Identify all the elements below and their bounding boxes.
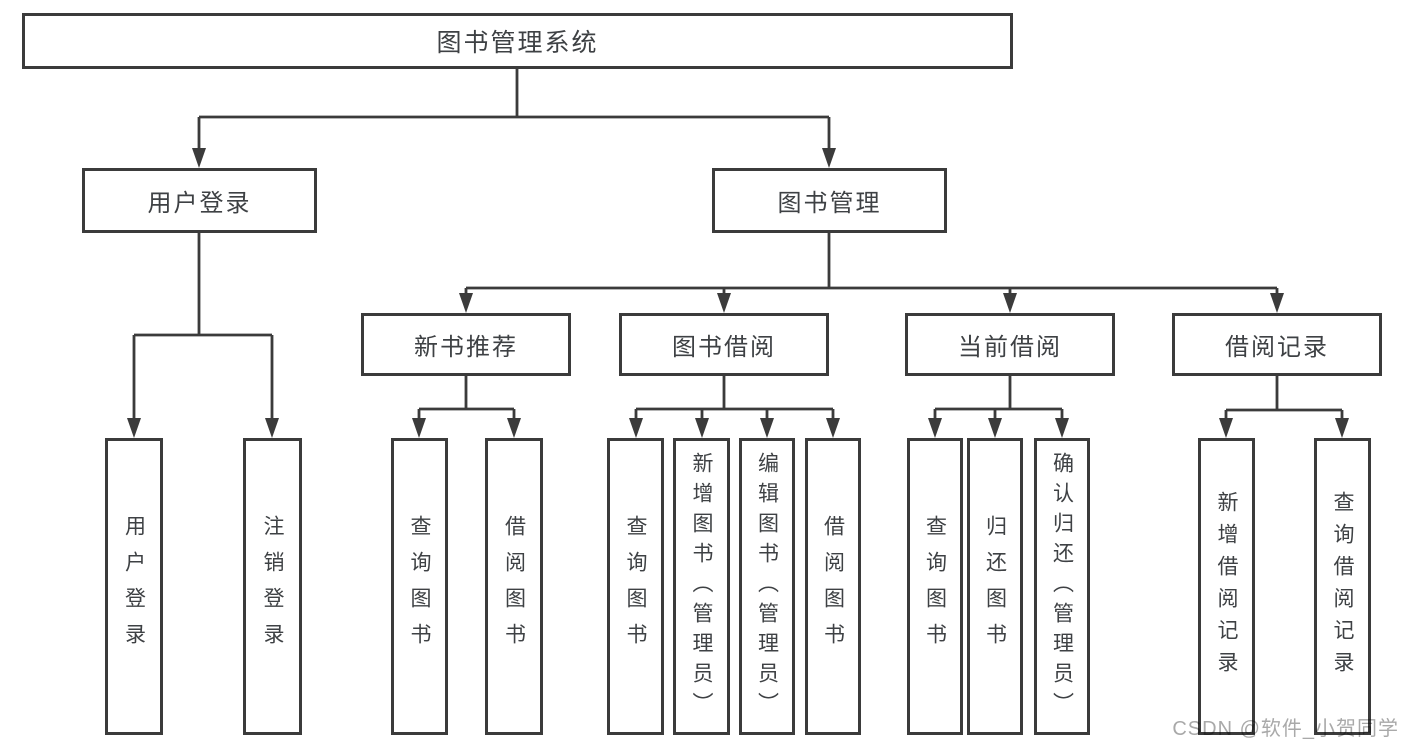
leaf-edit-book-admin: 编辑图书（管理员） xyxy=(739,438,795,735)
node-label: 归还图书 xyxy=(983,514,1007,659)
node-current-borrow: 当前借阅 xyxy=(905,313,1115,376)
arrowhead xyxy=(695,418,709,438)
arrowhead xyxy=(192,148,206,168)
arrowhead xyxy=(507,418,521,438)
node-label: 查询借阅记录 xyxy=(1331,490,1354,683)
leaf-add-borrow-record: 新增借阅记录 xyxy=(1198,438,1255,735)
edges-book-management-children xyxy=(459,233,1284,313)
node-label: 用户登录 xyxy=(122,514,146,659)
arrowhead xyxy=(988,418,1002,438)
leaf-query-books-current: 查询图书 xyxy=(907,438,963,735)
node-label: 注销登录 xyxy=(261,514,284,659)
node-label: 图书借阅 xyxy=(672,334,776,361)
node-label: 借阅记录 xyxy=(1225,334,1329,361)
node-book-management: 图书管理 xyxy=(712,168,947,233)
arrowhead xyxy=(1055,418,1069,438)
leaf-logout: 注销登录 xyxy=(243,438,302,735)
arrowhead xyxy=(760,418,774,438)
arrowhead xyxy=(717,293,731,313)
arrowhead xyxy=(928,418,942,438)
arrowhead xyxy=(265,418,279,438)
arrowhead xyxy=(1003,293,1017,313)
node-label: 确认归还（管理员） xyxy=(1050,451,1074,722)
arrowhead xyxy=(822,148,836,168)
node-user-login: 用户登录 xyxy=(82,168,317,233)
node-label: 查询图书 xyxy=(624,514,647,659)
csdn-watermark: CSDN @软件_小贺同学 xyxy=(1172,718,1399,740)
node-label: 图书管理 xyxy=(777,190,882,217)
node-label: 用户登录 xyxy=(147,190,252,217)
edges-root-to-level2 xyxy=(192,69,836,168)
edges-book-borrow-children xyxy=(629,376,840,438)
edges-new-book-recommend-children xyxy=(412,376,521,438)
node-label: 新书推荐 xyxy=(414,334,518,361)
node-label: 查询图书 xyxy=(923,514,947,659)
edges-current-borrow-children xyxy=(928,376,1069,438)
leaf-add-book-admin: 新增图书（管理员） xyxy=(673,438,730,735)
leaf-query-books-borrow: 查询图书 xyxy=(607,438,664,735)
node-label: 查询图书 xyxy=(408,514,431,659)
edges-borrow-records-children xyxy=(1219,376,1349,438)
node-label: 编辑图书（管理员） xyxy=(755,451,779,722)
node-label: 新增图书（管理员） xyxy=(690,451,713,722)
arrowhead xyxy=(459,293,473,313)
node-label: 借阅图书 xyxy=(821,514,845,659)
node-label: 当前借阅 xyxy=(958,334,1062,361)
arrowhead xyxy=(629,418,643,438)
edges-user-login-children xyxy=(127,233,279,438)
node-book-borrow: 图书借阅 xyxy=(619,313,829,376)
arrowhead xyxy=(1270,293,1284,313)
leaf-borrow-books-recommend: 借阅图书 xyxy=(485,438,543,735)
leaf-user-login: 用户登录 xyxy=(105,438,163,735)
node-label: 图书管理系统 xyxy=(436,29,599,57)
leaf-confirm-return-admin: 确认归还（管理员） xyxy=(1034,438,1090,735)
node-root-library-system: 图书管理系统 xyxy=(22,13,1013,69)
arrowhead xyxy=(412,418,426,438)
node-label: 新增借阅记录 xyxy=(1215,490,1238,683)
arrowhead xyxy=(1219,418,1233,438)
leaf-borrow-books: 借阅图书 xyxy=(805,438,861,735)
leaf-query-borrow-record: 查询借阅记录 xyxy=(1314,438,1371,735)
arrowhead xyxy=(826,418,840,438)
arrowhead xyxy=(1335,418,1349,438)
node-borrow-records: 借阅记录 xyxy=(1172,313,1382,376)
node-new-book-recommend: 新书推荐 xyxy=(361,313,571,376)
leaf-query-books-recommend: 查询图书 xyxy=(391,438,448,735)
leaf-return-books: 归还图书 xyxy=(967,438,1023,735)
node-label: 借阅图书 xyxy=(502,514,526,659)
arrowhead xyxy=(127,418,141,438)
